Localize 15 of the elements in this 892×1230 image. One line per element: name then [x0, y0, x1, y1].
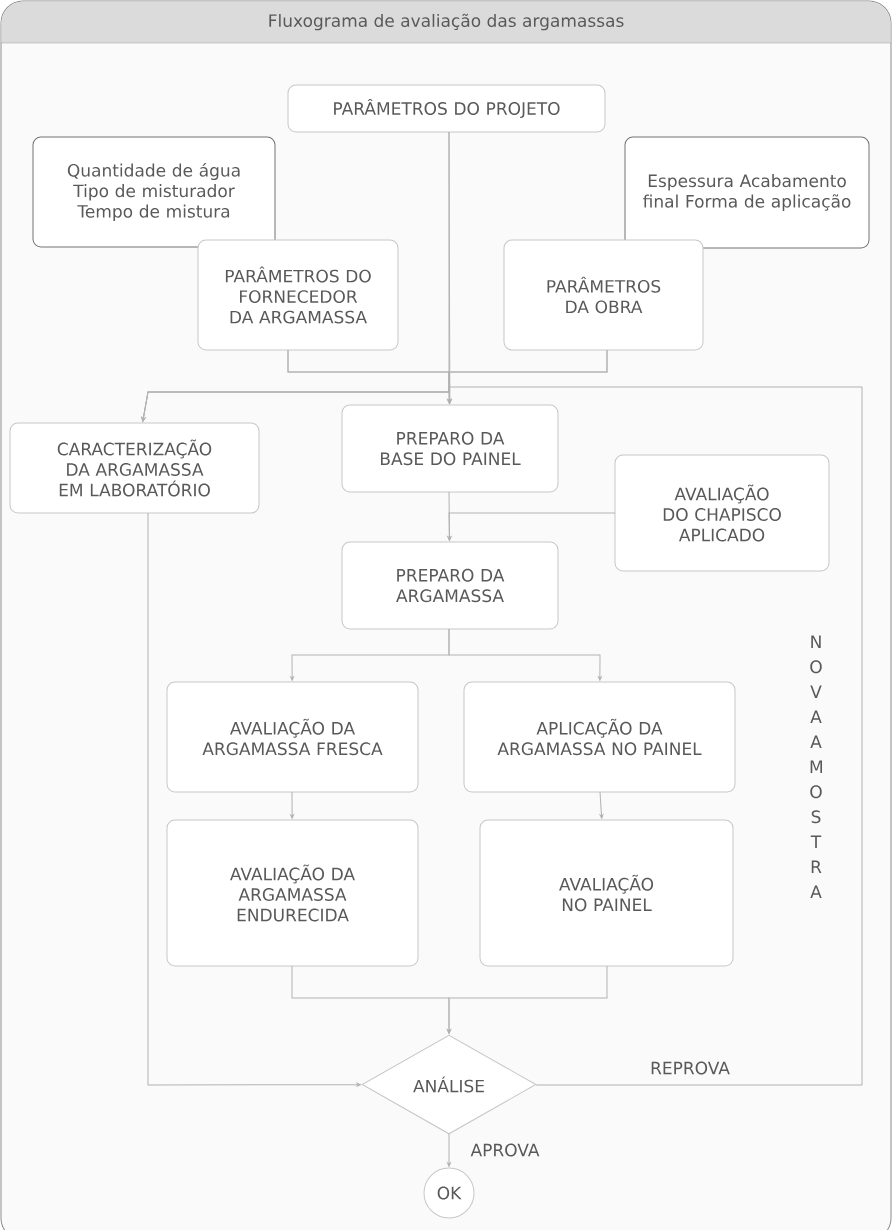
process-box: PARÂMETROS DO FORNECEDOR DA ARGAMASSA	[197, 239, 399, 351]
process-box: PARÂMETROS DA OBRA	[503, 239, 704, 351]
process-box: AVALIAÇÃO DA ARGAMASSA FRESCA	[166, 681, 419, 793]
title-bar: Fluxograma de avaliação das argamassas	[0, 1, 892, 44]
vertical-label: NOVA AMOSTRA	[810, 635, 822, 898]
process-box: PREPARO DA BASE DO PAINEL	[341, 404, 559, 493]
process-box: APLICAÇÃO DA ARGAMASSA NO PAINEL	[463, 681, 736, 793]
process-box: CARACTERIZAÇÃO DA ARGAMASSA EM LABORATÓRIO	[9, 422, 260, 514]
process-box: AVALIAÇÃO DO CHAPISCO APLICADO	[614, 454, 830, 572]
process-box: PREPARO DA ARGAMASSA	[341, 541, 559, 630]
process-box: AVALIAÇÃO DA ARGAMASSA ENDURECIDA	[166, 819, 419, 967]
process-box: Quantidade de água Tipo de misturador Tempo de mistura	[32, 136, 276, 248]
process-box: AVALIAÇÃO NO PAINEL	[479, 819, 734, 967]
process-box: PARÂMETROS DO PROJETO	[287, 84, 606, 133]
process-box: Espessura Acabamento final Forma de aplicação	[624, 136, 870, 249]
